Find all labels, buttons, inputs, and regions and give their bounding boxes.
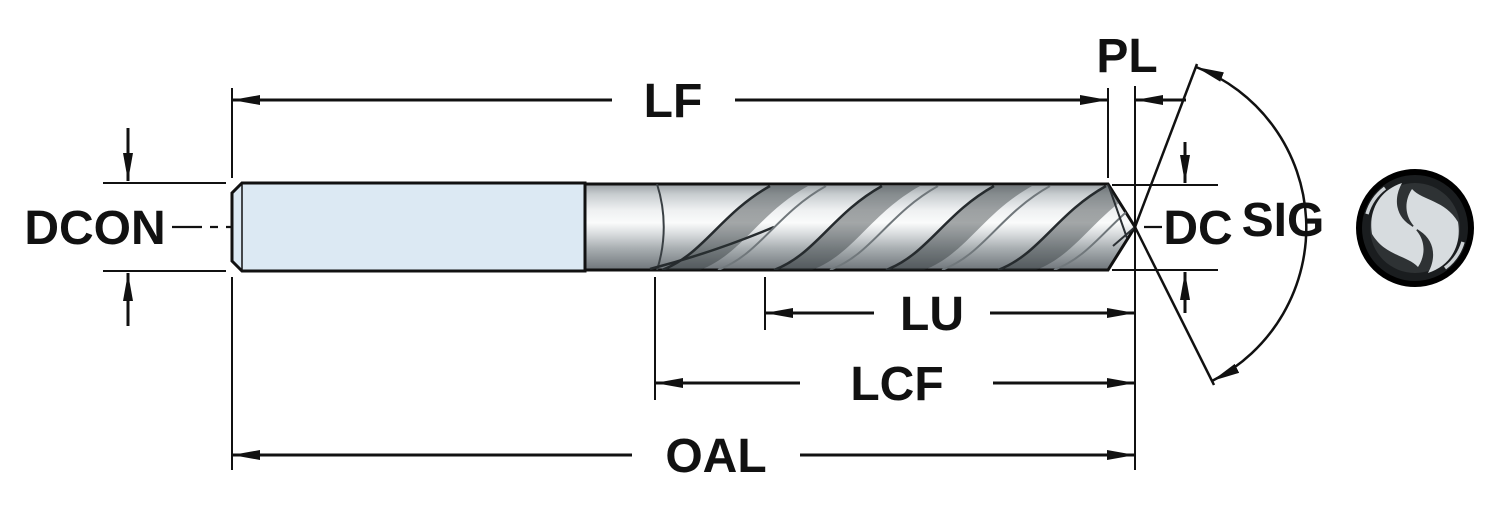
flute-margin-line	[717, 185, 827, 270]
dimension-lu: LU	[764, 277, 1135, 341]
flute-edge-line	[997, 184, 1107, 270]
flute-band	[662, 186, 808, 270]
flute-runout-line	[649, 225, 775, 270]
dimension-oal: OAL	[231, 277, 1135, 483]
dimension-lcf: LCF	[654, 277, 1135, 411]
lu-label: LU	[900, 288, 964, 341]
drill-flute-body	[583, 182, 1137, 272]
end-view-flute-face	[1371, 183, 1424, 267]
flute-pattern	[649, 184, 1135, 270]
flute-band	[998, 186, 1135, 270]
flute-edge-line	[773, 184, 883, 270]
pl-label: PL	[1096, 30, 1157, 83]
sig-angle-line-upper	[1133, 63, 1199, 228]
dcon-label: DCON	[24, 202, 165, 255]
flute-margin-line	[1053, 185, 1135, 270]
end-view-chisel-edge	[1403, 216, 1427, 240]
flute-margin-line	[829, 185, 939, 270]
dimension-pl: PL	[1096, 30, 1186, 105]
drill-end-view	[1356, 169, 1474, 287]
neck-boundary-line	[656, 184, 665, 270]
sig-label: SIG	[1242, 194, 1325, 247]
flute-margin-line	[941, 185, 1051, 270]
lf-label: LF	[644, 75, 703, 128]
dc-label: DC	[1163, 202, 1232, 255]
oal-label: OAL	[665, 430, 766, 483]
drill-body	[230, 181, 1137, 273]
drill-shank	[230, 181, 587, 273]
point-chisel-line	[1112, 226, 1135, 247]
flute-edge-line	[661, 184, 771, 270]
dimension-sig: SIG	[1133, 63, 1325, 386]
flute-band	[774, 186, 920, 270]
end-view-rim-highlight	[1365, 186, 1387, 215]
lcf-label: LCF	[850, 358, 943, 411]
end-view-flute-face	[1406, 189, 1459, 273]
dimension-dcon: DCON	[24, 128, 226, 326]
flute-band	[886, 186, 1032, 270]
sig-angle-arc	[1195, 65, 1308, 383]
end-view-rim-highlight	[1443, 241, 1465, 270]
dimension-lf: LF	[231, 75, 1109, 178]
flute-edge-line	[885, 184, 995, 270]
point-facet-line	[1107, 184, 1128, 239]
